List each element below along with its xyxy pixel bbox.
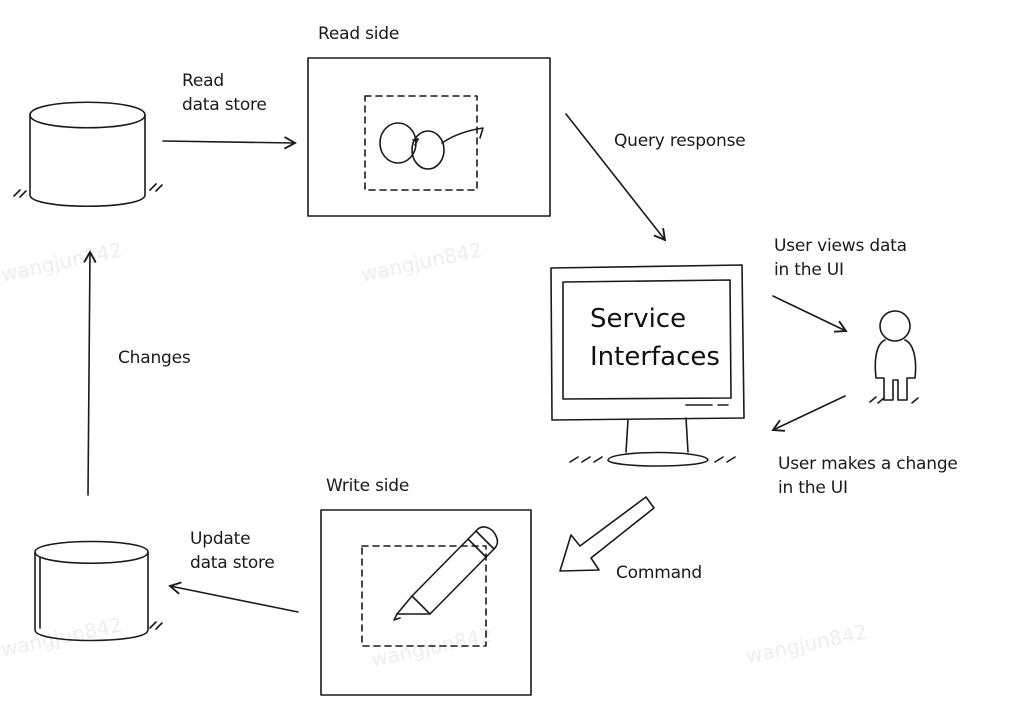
write-side-label: Write side	[326, 476, 410, 496]
user-views-label: User views data in the UI	[774, 234, 907, 282]
service-interfaces-text: Service Interfaces	[590, 300, 720, 376]
person-icon	[869, 310, 919, 404]
update-data-store-line-2: data store	[190, 553, 275, 573]
read-database-icon	[13, 101, 163, 207]
command-label: Command	[616, 563, 702, 583]
user-views-arrow	[772, 295, 848, 333]
read-side-label: Read side	[318, 24, 400, 44]
user-changes-line-2: in the UI	[778, 478, 848, 498]
monitor-icon	[550, 264, 745, 467]
read-data-store-line-2: data store	[182, 95, 267, 115]
update-data-store-line-1: Update	[190, 529, 251, 549]
command-arrow	[559, 496, 655, 572]
update-data-store-label: Update data store	[190, 527, 275, 575]
write-side-box	[320, 509, 532, 696]
screen-line-1: Service	[590, 304, 687, 334]
write-database-icon	[34, 540, 163, 642]
read-data-store-line-1: Read	[182, 71, 224, 91]
read-data-store-arrow	[162, 136, 297, 150]
screen-line-2: Interfaces	[590, 342, 720, 372]
changes-label: Changes	[118, 348, 191, 368]
pencil-icon	[393, 526, 499, 621]
user-views-line-1: User views data	[774, 236, 907, 256]
user-changes-line-1: User makes a change	[778, 454, 958, 474]
user-views-line-2: in the UI	[774, 260, 844, 280]
query-response-arrow	[565, 113, 667, 242]
query-response-label: Query response	[614, 131, 746, 151]
read-data-store-label: Read data store	[182, 69, 267, 117]
update-data-store-arrow	[168, 581, 299, 613]
glasses-icon	[379, 122, 484, 170]
read-side-box	[307, 57, 551, 217]
user-changes-label: User makes a change in the UI	[778, 452, 958, 500]
user-changes-arrow	[771, 395, 846, 432]
changes-arrow	[83, 250, 97, 496]
